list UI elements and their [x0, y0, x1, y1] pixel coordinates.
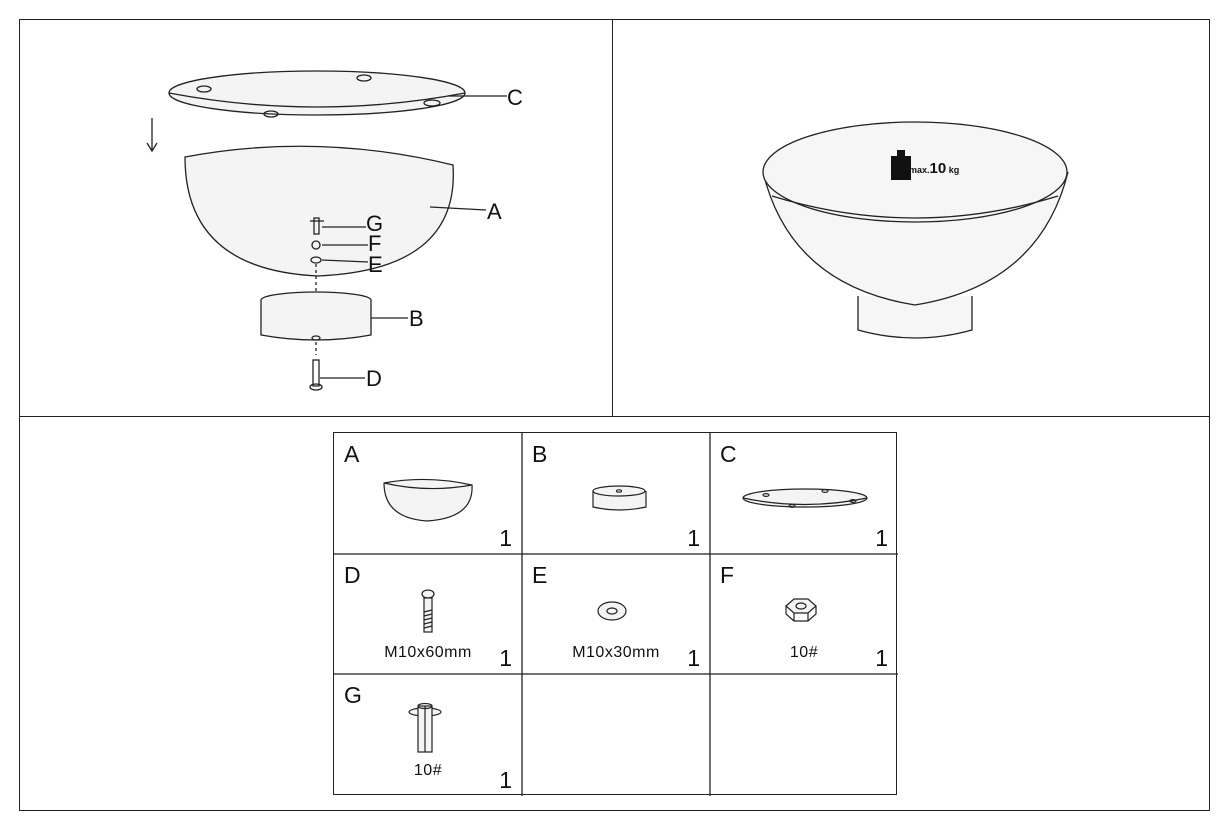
- hex-nut-icon: [785, 598, 817, 622]
- bowl-part: [184, 145, 487, 277]
- part-quantity: 1: [499, 645, 512, 671]
- down-arrow-icon: [146, 118, 158, 153]
- part-letter: E: [532, 562, 548, 588]
- label-d: D: [366, 366, 382, 391]
- weight-icon: [891, 150, 911, 180]
- part-quantity: 1: [875, 525, 888, 551]
- empty-cell: [710, 674, 898, 796]
- part-spec: 10#: [413, 762, 443, 779]
- weight-unit: kg: [948, 165, 960, 175]
- part-quantity: 1: [499, 767, 512, 793]
- panel-divider-horizontal: [19, 416, 1210, 417]
- part-letter: B: [532, 441, 548, 467]
- part-cell-d: D M10x60mm 1: [334, 554, 522, 674]
- washer-icon: [597, 601, 627, 621]
- part-quantity: 1: [875, 645, 888, 671]
- part-spec: 10#: [789, 644, 819, 661]
- bolt-icon: [421, 589, 435, 633]
- parts-grid-lines: [334, 433, 898, 796]
- part-spec: M10x60mm: [384, 644, 472, 661]
- diagram-frame: [19, 19, 1210, 811]
- panel-divider-vertical: [612, 19, 613, 417]
- parts-list-table: A 1 B 1 C: [333, 432, 898, 796]
- max-weight-label: max.10 kg: [909, 160, 959, 177]
- part-cell-e: E M10x30mm 1: [522, 554, 710, 674]
- part-letter: G: [344, 682, 362, 708]
- part-quantity: 1: [499, 525, 512, 551]
- part-cell-g: G 10# 1: [334, 674, 522, 796]
- part-quantity: 1: [687, 525, 700, 551]
- label-f: F: [368, 231, 382, 256]
- label-g: G: [366, 211, 384, 236]
- top-disc-part: [168, 70, 507, 118]
- label-a: A: [487, 199, 502, 224]
- part-cell-b: B 1: [522, 433, 710, 554]
- bowl-icon: [383, 478, 473, 522]
- label-c: C: [507, 85, 523, 110]
- base-cylinder-part: [260, 291, 408, 341]
- connector-bolt-icon: [408, 702, 442, 753]
- part-letter: C: [720, 441, 737, 467]
- part-spec: M10x30mm: [572, 644, 660, 661]
- bolt-part: [309, 342, 365, 391]
- part-quantity: 1: [687, 645, 700, 671]
- part-letter: A: [344, 441, 360, 467]
- label-b: B: [409, 306, 424, 331]
- weight-prefix: max.: [909, 165, 930, 175]
- part-letter: F: [720, 562, 735, 588]
- part-cell-f: F 10# 1: [710, 554, 898, 674]
- top-disc-icon: [742, 488, 868, 508]
- part-cell-c: C 1: [710, 433, 898, 554]
- part-cell-a: A 1: [334, 433, 522, 554]
- weight-value: 10: [929, 160, 947, 177]
- empty-cell: [522, 674, 710, 796]
- base-cylinder-icon: [592, 485, 647, 511]
- label-e: E: [368, 252, 383, 277]
- part-letter: D: [344, 562, 361, 588]
